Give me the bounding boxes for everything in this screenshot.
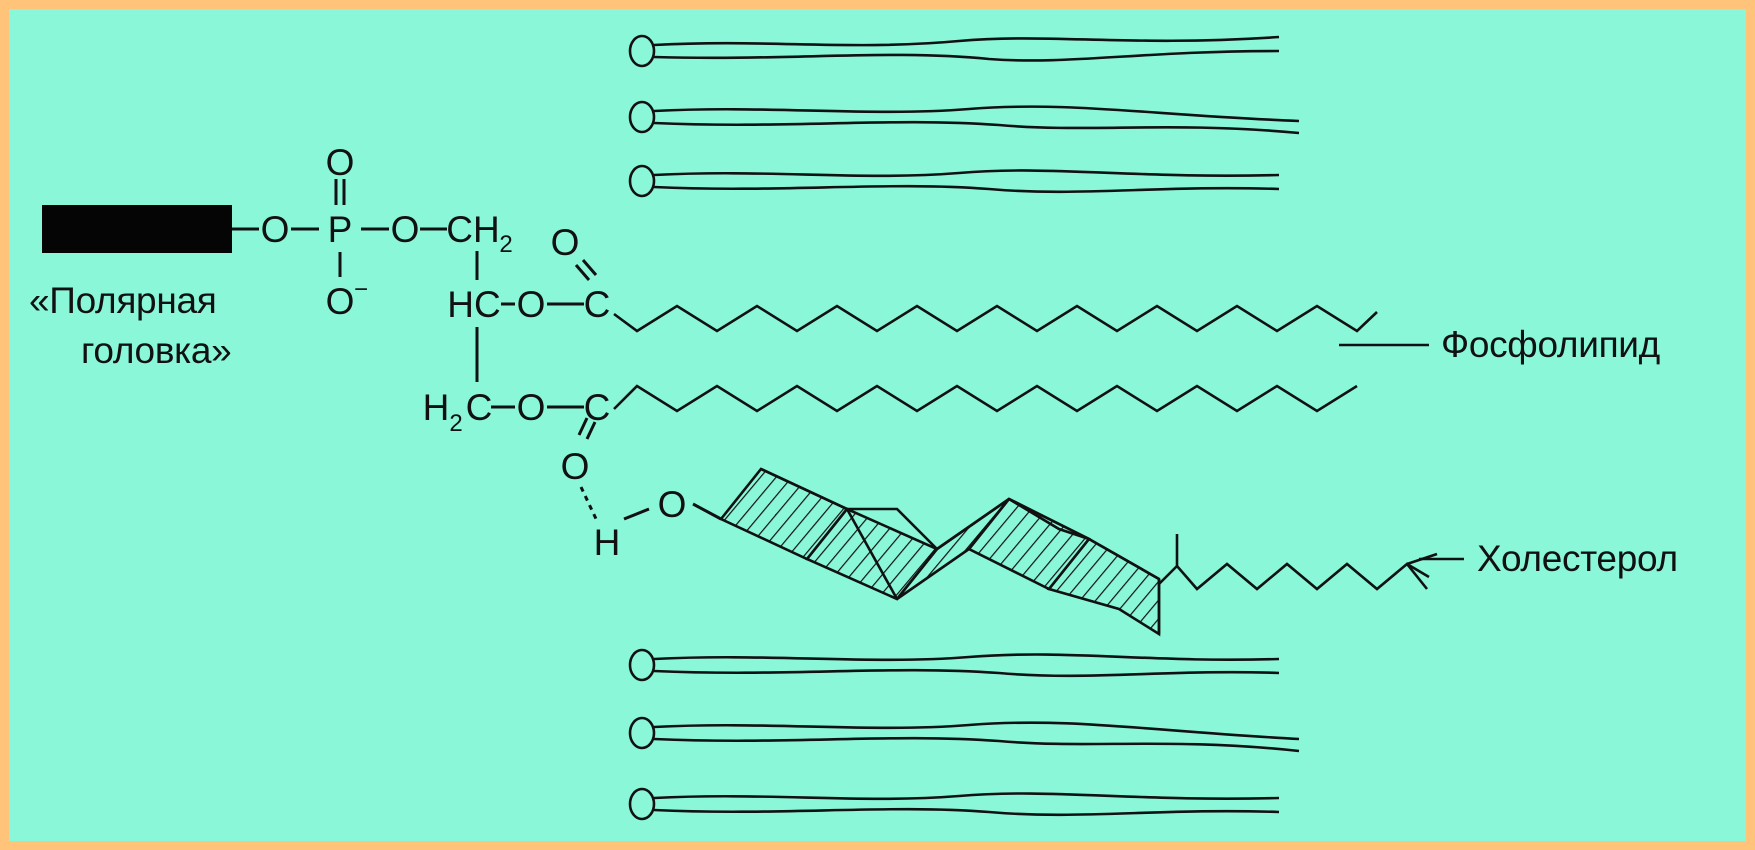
- polar-head-group: [42, 179, 722, 522]
- atom-hc: HC: [447, 284, 500, 325]
- atom-o-minus: O: [326, 281, 355, 322]
- atom-c-ester-1: C: [584, 284, 611, 325]
- schematic-lipid-bottom-1: [628, 648, 1280, 682]
- atom-c-ester-2: C: [584, 387, 611, 428]
- atom-h2c-c: C: [466, 387, 493, 428]
- cholesterol-rings: [718, 467, 1161, 637]
- cholesterol-label: Холестерол: [1477, 538, 1678, 579]
- phospholipid-tails: [613, 304, 1429, 413]
- polar-head-label-line2: головка»: [81, 330, 232, 371]
- atom-h2c-sub: 2: [449, 410, 462, 437]
- polar-head-block: [42, 205, 232, 253]
- atom-o-minus-charge: −: [354, 276, 368, 303]
- schematic-lipid-top-3: [628, 164, 1280, 198]
- schematic-lipid-top-2: [628, 100, 1300, 135]
- zigzag-tail-lower: [613, 384, 1358, 413]
- atom-o-hydroxyl: O: [658, 484, 687, 525]
- atom-ch2: CH: [446, 209, 499, 250]
- atom-labels: O P O O O − CH 2 O HC O C H 2 C O C O O …: [261, 142, 687, 563]
- atom-o-ester-2: O: [517, 387, 546, 428]
- atom-o-carbonyl-bottom: O: [561, 446, 590, 487]
- atom-h-hydroxyl: H: [594, 522, 621, 563]
- schematic-lipid-top-1: [628, 34, 1280, 68]
- diagram-frame: O P O O O − CH 2 O HC O C H 2 C O C O O …: [9, 9, 1746, 841]
- membrane-diagram: O P O O O − CH 2 O HC O C H 2 C O C O O …: [42, 34, 1464, 821]
- atom-o-double: O: [326, 142, 355, 183]
- cholesterol-side-chain: [1158, 534, 1464, 591]
- schematic-lipid-bottom-3: [628, 787, 1280, 821]
- atom-h2c-h: H: [423, 387, 450, 428]
- lipid-tails-top: [628, 34, 1300, 198]
- atom-ch2-sub: 2: [499, 231, 512, 258]
- zigzag-tail-upper: [613, 304, 1378, 333]
- atom-o-bridge-2: O: [391, 209, 420, 250]
- schematic-lipid-bottom-2: [628, 716, 1300, 753]
- lipid-tails-bottom: [628, 648, 1300, 821]
- polar-head-label-line1: «Полярная: [29, 280, 217, 321]
- atom-o-ester-1: O: [517, 284, 546, 325]
- atom-o-carbonyl-top: O: [551, 222, 580, 263]
- atom-o-bridge-1: O: [261, 209, 290, 250]
- atom-phosphorus: P: [328, 209, 353, 250]
- phospholipid-label: Фосфолипид: [1441, 324, 1660, 365]
